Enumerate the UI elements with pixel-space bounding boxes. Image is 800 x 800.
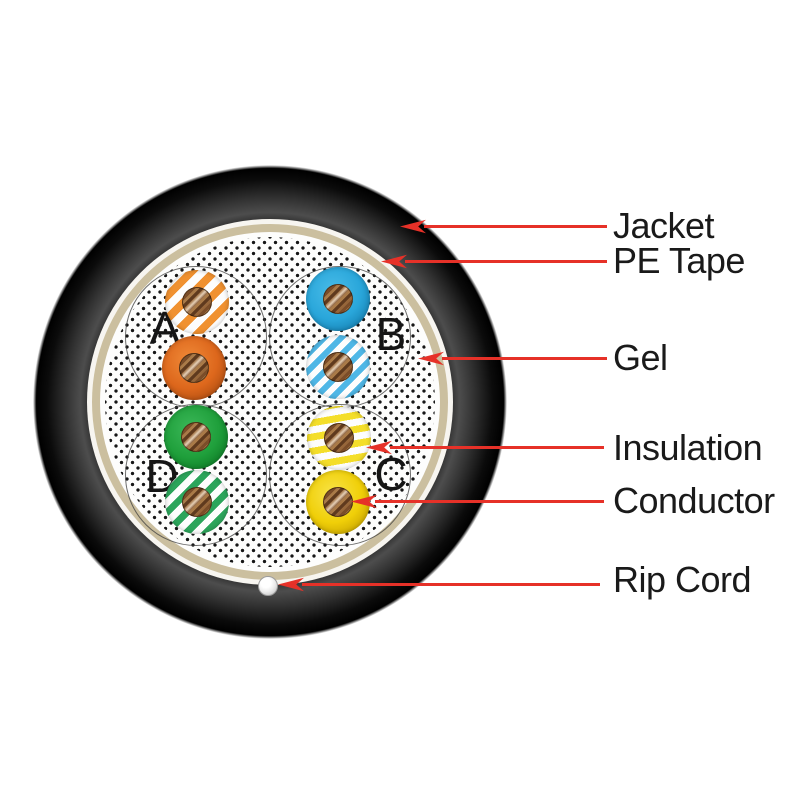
rip-cord-callout-line bbox=[302, 583, 600, 586]
wire-blue-white-striped bbox=[306, 335, 370, 399]
rip-cord-dot bbox=[258, 576, 278, 596]
pair-c-circle bbox=[269, 404, 411, 546]
copper-conductor bbox=[323, 487, 353, 517]
pair-c-label: C bbox=[374, 448, 408, 500]
wire-orange-solid bbox=[162, 336, 226, 400]
wire-green-white-striped bbox=[165, 470, 229, 534]
gel-callout-line bbox=[442, 357, 607, 360]
gel-label: Gel bbox=[613, 337, 668, 378]
pair-d-circle bbox=[125, 404, 267, 546]
rip-cord-label: Rip Cord bbox=[613, 559, 752, 600]
conductor-callout-line bbox=[375, 500, 604, 503]
wire-blue-solid bbox=[306, 267, 370, 331]
jacket-label: Jacket bbox=[613, 205, 715, 246]
pair-b-label: B bbox=[375, 308, 407, 360]
copper-conductor bbox=[182, 487, 212, 517]
insulation-label: Insulation bbox=[613, 427, 763, 468]
copper-conductor bbox=[179, 353, 209, 383]
copper-conductor bbox=[324, 423, 354, 453]
copper-conductor bbox=[323, 284, 353, 314]
pe-tape-callout-line bbox=[405, 260, 607, 263]
wire-yellow-white-striped bbox=[307, 406, 371, 470]
copper-conductor bbox=[323, 352, 353, 382]
copper-conductor bbox=[181, 422, 211, 452]
jacket-callout-line bbox=[424, 225, 607, 228]
copper-conductor bbox=[182, 287, 212, 317]
conductor-label: Conductor bbox=[613, 480, 775, 521]
insulation-callout-line bbox=[390, 446, 604, 449]
wire-green-solid bbox=[164, 405, 228, 469]
pe-tape-label: PE Tape bbox=[613, 240, 745, 281]
wire-orange-white-striped bbox=[165, 270, 229, 334]
